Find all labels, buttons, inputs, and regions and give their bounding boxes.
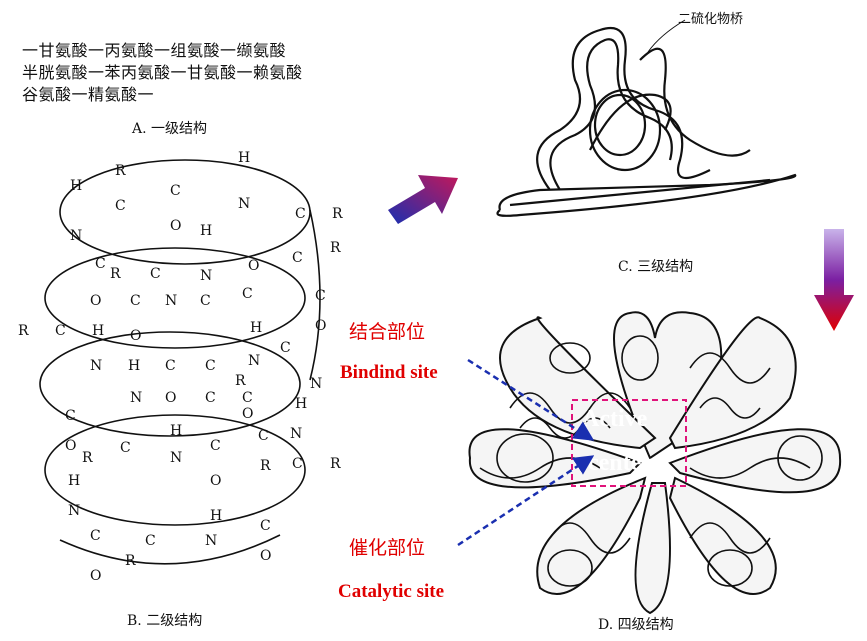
svg-text:R: R: [110, 266, 121, 282]
svg-text:R: R: [115, 163, 126, 179]
svg-text:C: C: [205, 358, 216, 374]
svg-text:N: N: [130, 390, 142, 406]
catalytic-arrow: [458, 458, 590, 545]
svg-text:N: N: [165, 293, 177, 309]
disulfide-label: 二硫化物桥: [678, 8, 743, 27]
svg-text:C: C: [315, 288, 326, 304]
svg-text:R: R: [125, 553, 136, 569]
svg-text:C: C: [200, 293, 211, 309]
svg-text:C: C: [292, 456, 303, 472]
svg-text:O: O: [210, 473, 221, 489]
svg-text:C: C: [210, 438, 221, 454]
svg-text:N: N: [90, 358, 102, 374]
svg-text:R: R: [332, 206, 343, 222]
svg-text:C: C: [145, 533, 156, 549]
svg-text:H: H: [250, 320, 262, 336]
svg-text:O: O: [170, 218, 181, 234]
sequence-line-2: 半胱氨酸一苯丙氨酸一甘氨酸一赖氨酸: [22, 62, 303, 83]
svg-text:N: N: [248, 353, 260, 369]
svg-text:O: O: [90, 568, 101, 584]
svg-text:N: N: [238, 196, 250, 212]
svg-text:H: H: [128, 358, 140, 374]
svg-text:C: C: [55, 323, 66, 339]
svg-text:R: R: [330, 456, 341, 472]
svg-text:N: N: [290, 426, 302, 442]
svg-text:O: O: [248, 258, 259, 274]
svg-text:N: N: [310, 376, 322, 392]
svg-text:H: H: [170, 423, 182, 439]
arrow-right-icon: [380, 160, 470, 235]
svg-text:O: O: [130, 328, 141, 344]
svg-text:C: C: [165, 358, 176, 374]
binding-site-cn: 结合部位: [349, 317, 425, 344]
caption-secondary: B. 二级结构: [127, 610, 202, 630]
catalytic-site-cn: 催化部位: [349, 533, 425, 560]
alpha-helix-diagram: H N C O R C H N C R R H N C R C O C O C …: [10, 140, 355, 610]
svg-text:N: N: [205, 533, 217, 549]
svg-text:R: R: [82, 450, 93, 466]
svg-text:C: C: [170, 183, 181, 199]
svg-text:C: C: [90, 528, 101, 544]
tertiary-structure-diagram: [480, 0, 825, 250]
svg-text:C: C: [242, 286, 253, 302]
svg-text:C: C: [260, 518, 271, 534]
svg-text:C: C: [95, 256, 106, 272]
svg-text:O: O: [65, 438, 76, 454]
svg-text:N: N: [170, 450, 182, 466]
svg-text:C: C: [65, 408, 76, 424]
svg-text:C: C: [205, 390, 216, 406]
caption-tertiary: C. 三级结构: [618, 256, 693, 276]
svg-text:N: N: [68, 503, 80, 519]
svg-text:C: C: [295, 206, 306, 222]
svg-text:C: C: [130, 293, 141, 309]
svg-text:C: C: [258, 428, 269, 444]
binding-arrow: [468, 360, 590, 438]
caption-quaternary: D. 四级结构: [598, 614, 674, 634]
svg-text:H: H: [295, 396, 307, 412]
svg-text:C: C: [280, 340, 291, 356]
svg-text:R: R: [260, 458, 271, 474]
sequence-line-1: 一甘氨酸一丙氨酸一组氨酸一缬氨酸: [22, 40, 286, 61]
binding-site-en: Bindind site: [340, 362, 438, 384]
sequence-line-3: 谷氨酸一精氨酸一: [22, 84, 154, 105]
svg-text:H: H: [92, 323, 104, 339]
svg-text:O: O: [165, 390, 176, 406]
caption-primary: A. 一级结构: [132, 118, 207, 138]
svg-text:H: H: [210, 508, 222, 524]
atom-label: H: [238, 150, 250, 166]
svg-text:C: C: [242, 390, 253, 406]
svg-text:O: O: [242, 406, 253, 422]
svg-text:R: R: [18, 323, 29, 339]
svg-text:H: H: [68, 473, 80, 489]
svg-text:R: R: [330, 240, 341, 256]
svg-text:H: H: [200, 223, 212, 239]
svg-text:O: O: [90, 293, 101, 309]
svg-text:C: C: [292, 250, 303, 266]
catalytic-site-en: Catalytic site: [338, 581, 444, 603]
svg-text:C: C: [115, 198, 126, 214]
svg-text:O: O: [315, 318, 326, 334]
svg-text:N: N: [200, 268, 212, 284]
svg-text:H: H: [70, 178, 82, 194]
svg-text:O: O: [260, 548, 271, 564]
svg-text:R: R: [235, 373, 246, 389]
svg-text:C: C: [150, 266, 161, 282]
svg-text:C: C: [120, 440, 131, 456]
pointer-arrows: [440, 340, 620, 560]
svg-text:N: N: [70, 228, 82, 244]
